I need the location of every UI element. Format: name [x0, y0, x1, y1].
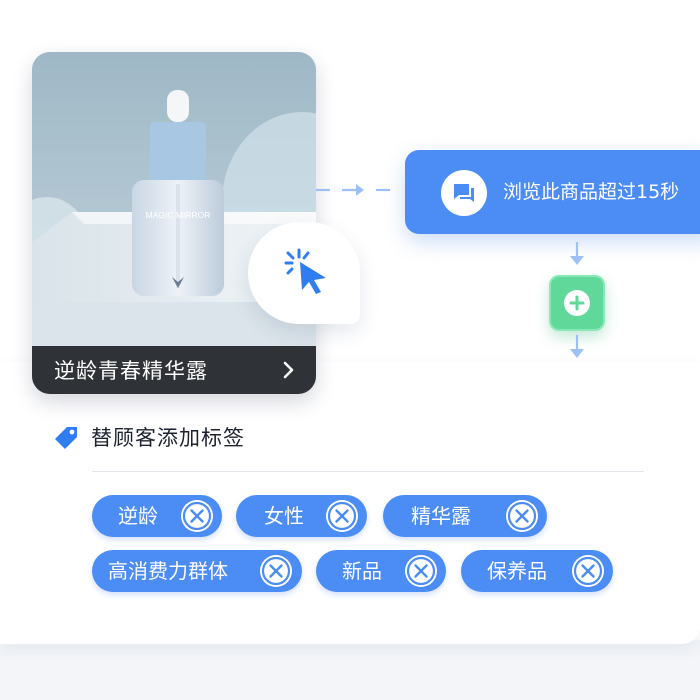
close-circle-icon[interactable] [260, 555, 292, 587]
flow-arrow-right [316, 184, 390, 196]
bottle-brand-text: MAGIC MIRROR [146, 210, 211, 220]
tag-chip-label: 精华露 [411, 504, 471, 528]
chat-bubble-icon [441, 170, 487, 216]
close-circle-icon[interactable] [181, 500, 213, 532]
plus-circle-icon [564, 290, 590, 316]
close-circle-icon[interactable] [405, 555, 437, 587]
product-name: 逆龄青春精华露 [54, 359, 208, 383]
product-caption-bar[interactable]: 逆龄青春精华露 [32, 346, 316, 394]
tags-panel-header: 替顾客添加标签 [53, 423, 245, 453]
tag-chip[interactable]: 精华露 [383, 495, 547, 537]
tag-chip-label: 保养品 [487, 559, 547, 583]
flow-arrow-down [570, 335, 584, 358]
product-card[interactable]: MAGIC MIRROR 逆龄青春精华露 [32, 52, 316, 394]
tag-icon [53, 425, 79, 451]
tags-panel-title: 替顾客添加标签 [91, 426, 245, 450]
cursor-click-icon [278, 246, 334, 298]
tag-chip[interactable]: 保养品 [461, 550, 613, 592]
tag-chip[interactable]: 新品 [316, 550, 446, 592]
flow-arrow-down [570, 242, 584, 265]
close-circle-icon[interactable] [326, 500, 358, 532]
add-step-button[interactable] [549, 275, 605, 331]
tag-chip-label: 高消费力群体 [108, 559, 228, 583]
close-circle-icon[interactable] [572, 555, 604, 587]
tag-chip[interactable]: 逆龄 [92, 495, 222, 537]
tag-chip-label: 逆龄 [118, 504, 158, 528]
click-indicator [248, 222, 360, 324]
tag-chip[interactable]: 高消费力群体 [92, 550, 302, 592]
tag-chip[interactable]: 女性 [236, 495, 367, 537]
tag-chip-label: 新品 [342, 559, 382, 583]
page-bottom-background [0, 640, 700, 700]
chevron-right-icon[interactable] [278, 360, 298, 380]
tag-chip-label: 女性 [264, 504, 304, 528]
tags-divider [92, 471, 644, 472]
close-circle-icon[interactable] [506, 500, 538, 532]
trigger-action-card[interactable]: 浏览此商品超过15秒 [405, 150, 700, 234]
trigger-action-label: 浏览此商品超过15秒 [503, 181, 680, 203]
